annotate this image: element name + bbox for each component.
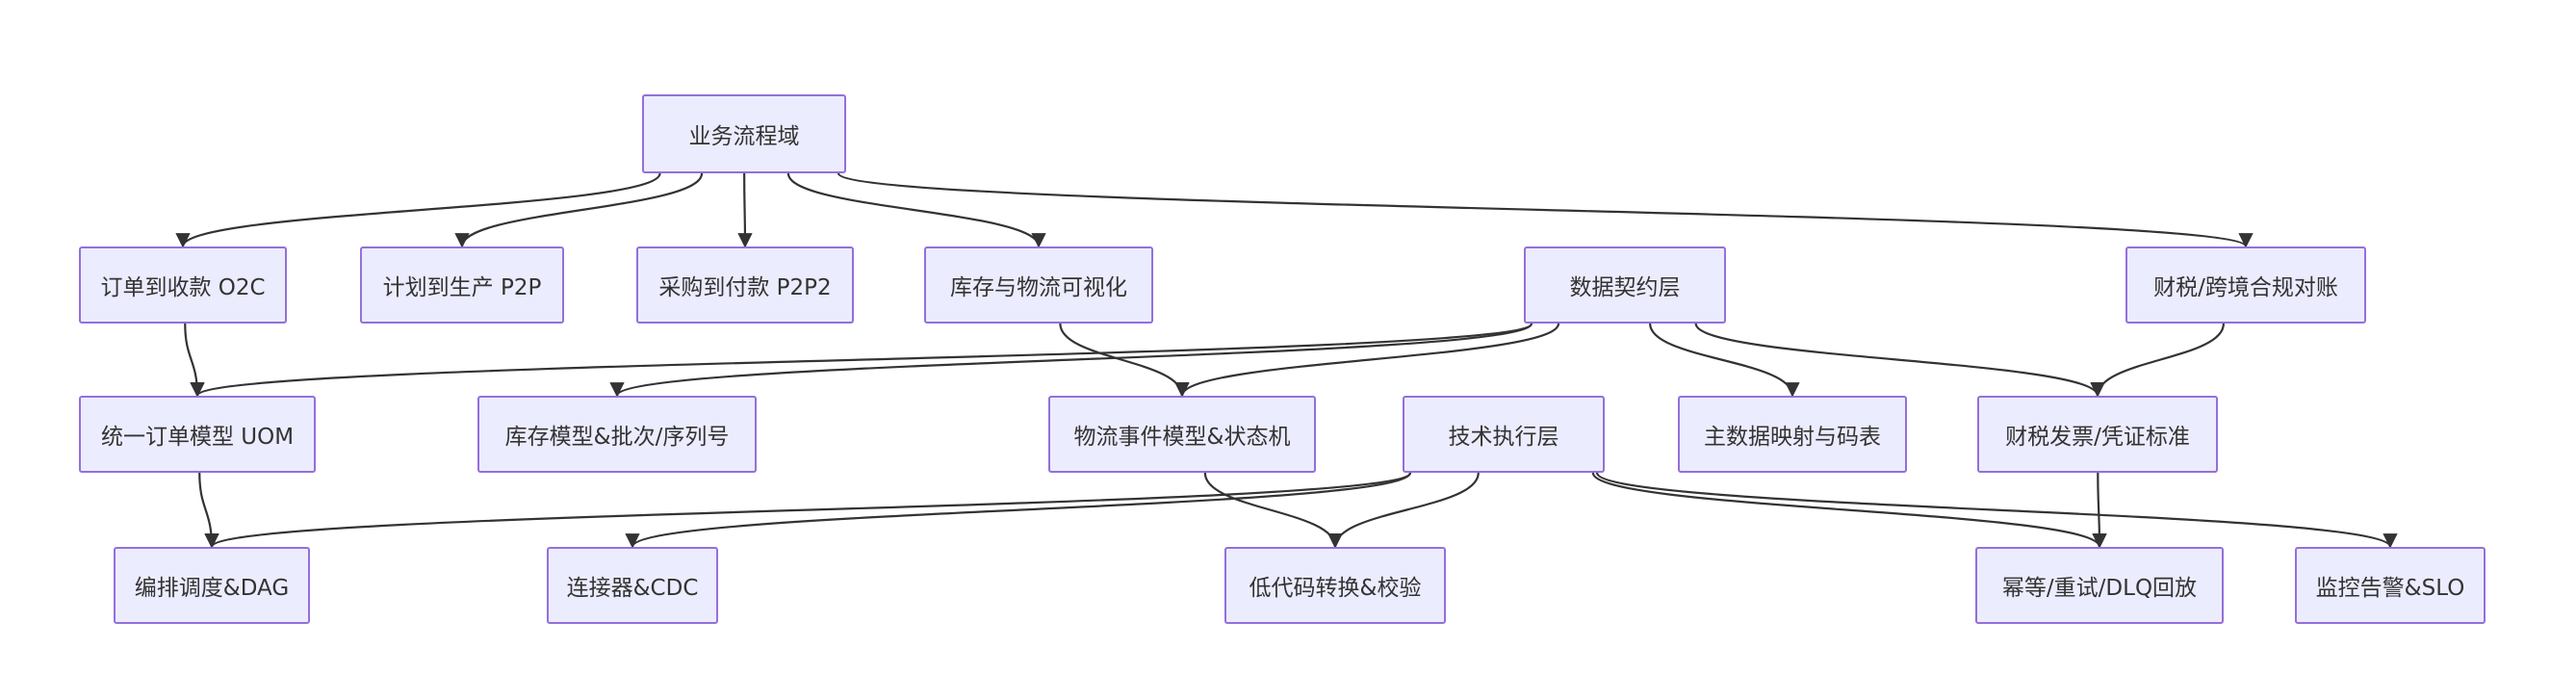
- node-orchestration-dag: 编排调度&DAG: [114, 547, 310, 624]
- node-monitoring-alert-slo: 监控告警&SLO: [2295, 547, 2486, 624]
- edge-contract-to-invmodel: [609, 323, 1533, 398]
- edge-biz-to-fin: [837, 172, 2254, 248]
- edge-tech-to-lowcode: [1327, 472, 1480, 549]
- edge-contract-to-logev: [1174, 323, 1560, 398]
- node-connector-cdc: 连接器&CDC: [547, 547, 718, 624]
- edge-contract-to-mdm: [1649, 323, 1800, 398]
- node-tax-invoice-standard: 财税发票/凭证标准: [1977, 396, 2218, 473]
- edge-contract-to-uom: [190, 323, 1533, 398]
- node-order-to-cash: 订单到收款 O2C: [79, 246, 287, 324]
- node-inventory-logistics-visibility: 库存与物流可视化: [924, 246, 1153, 324]
- node-plan-to-produce: 计划到生产 P2P: [360, 246, 564, 324]
- node-logistics-event-model: 物流事件模型&状态机: [1048, 396, 1316, 473]
- node-data-contract-layer: 数据契约层: [1524, 246, 1726, 324]
- edge-logev-to-lowcode: [1203, 472, 1343, 549]
- node-procure-to-pay: 采购到付款 P2P2: [636, 246, 854, 324]
- node-inventory-model: 库存模型&批次/序列号: [477, 396, 757, 473]
- edge-invoice-to-retry: [2092, 472, 2107, 549]
- edge-biz-to-o2c: [175, 172, 661, 248]
- edge-tech-to-dag: [204, 472, 1412, 549]
- edge-tech-to-retry: [1591, 472, 2107, 549]
- node-finance-tax-compliance: 财税/跨境合规对账: [2125, 246, 2366, 324]
- node-low-code-transform: 低代码转换&校验: [1224, 547, 1446, 624]
- edge-fin-to-invoice: [2090, 323, 2225, 398]
- node-business-process-domain: 业务流程域: [642, 94, 846, 173]
- edge-biz-to-p2p: [454, 172, 704, 248]
- edge-o2c-to-uom: [184, 323, 205, 398]
- node-master-data-mapping: 主数据映射与码表: [1678, 396, 1907, 473]
- node-unified-order-model: 统一订单模型 UOM: [79, 396, 316, 473]
- edge-tech-to-monitor: [1595, 472, 2398, 549]
- edge-contract-to-invoice: [1694, 323, 2105, 398]
- edge-biz-to-inv: [786, 172, 1046, 248]
- edge-tech-to-cdc: [625, 472, 1412, 549]
- node-idempotent-retry-dlq: 幂等/重试/DLQ回放: [1975, 547, 2224, 624]
- node-technical-execution-layer: 技术执行层: [1403, 396, 1605, 473]
- edge-uom-to-dag: [198, 472, 219, 549]
- edge-biz-to-p2p2: [737, 172, 753, 248]
